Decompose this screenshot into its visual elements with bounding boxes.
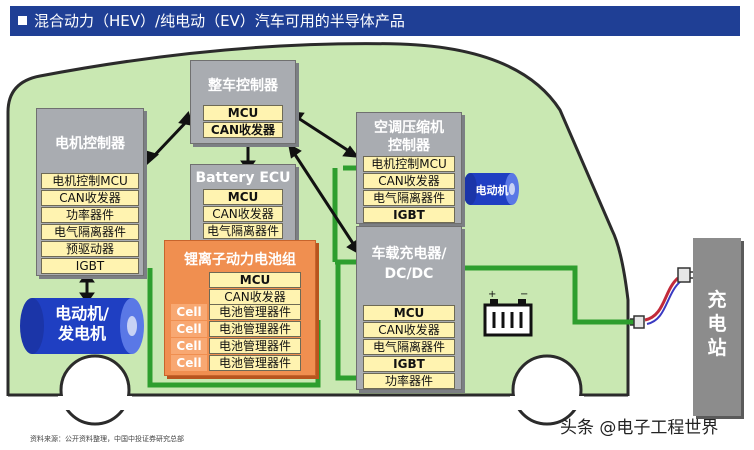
motor-generator-icon	[20, 298, 144, 354]
onboard-charger-item: IGBT	[363, 356, 455, 372]
cell-item: 电池管理器件	[209, 304, 301, 320]
header-banner	[10, 6, 740, 36]
vehicle-controller-title: 整车控制器	[208, 78, 278, 94]
motor-controller-item: IGBT	[41, 258, 139, 274]
motor-controller-item: 预驱动器	[41, 241, 139, 257]
motor-controller-item: 电气隔离器件	[41, 224, 139, 240]
motor-controller-title: 电机控制器	[55, 136, 125, 152]
ac-compressor-item: 电机控制MCU	[363, 156, 455, 172]
ac-compressor-title-line1: 空调压缩机	[374, 120, 444, 136]
battery-pack-item: CAN收发器	[209, 289, 301, 305]
svg-text:−: −	[520, 289, 528, 300]
onboard-charger-item: 功率器件	[363, 373, 455, 389]
front-wheel	[59, 354, 131, 426]
station-plug-icon	[677, 267, 695, 283]
motor-controller-module: 电机控制器 电机控制MCU CAN收发器 功率器件 电气隔离器件 预驱动器 IG…	[36, 108, 144, 276]
onboard-charger-title-line1: 车载充电器/	[371, 246, 447, 262]
battery-ecu-item: MCU	[203, 189, 283, 205]
motor-controller-item: CAN收发器	[41, 190, 139, 206]
ac-compressor-module: 空调压缩机 控制器 电机控制MCU CAN收发器 电气隔离器件 IGBT	[356, 112, 462, 224]
cell-label: Cell	[171, 338, 207, 354]
battery-ecu-item: 电气隔离器件	[203, 223, 283, 239]
charging-station	[693, 238, 741, 416]
motor-generator-label-line2: 发电机	[57, 324, 106, 343]
ac-motor-label: 电动机	[475, 184, 509, 197]
ac-motor-icon	[463, 173, 519, 205]
vehicle-controller-module: 整车控制器 MCU CAN收发器	[190, 60, 296, 144]
source-note: 资料来源：公开资料整理，中国中投证券研究总部	[30, 435, 184, 443]
vehicle-controller-item: MCU	[203, 105, 283, 121]
battery-ecu-module: Battery ECU MCU CAN收发器 电气隔离器件	[190, 164, 296, 248]
car-battery-icon: + −	[483, 289, 533, 337]
charging-plug-icon	[630, 315, 645, 329]
cell-item: 电池管理器件	[209, 355, 301, 371]
vehicle-controller-item: CAN收发器	[203, 122, 283, 138]
cell-label: Cell	[171, 321, 207, 337]
motor-generator-label-line1: 电动机/	[55, 304, 109, 323]
onboard-charger-module: 车载充电器/ DC/DC MCU CAN收发器 电气隔离器件 IGBT 功率器件	[356, 226, 462, 390]
ac-compressor-title-line2: 控制器	[388, 138, 430, 154]
car-body	[6, 42, 630, 397]
ac-compressor-item: 电气隔离器件	[363, 190, 455, 206]
onboard-charger-item: MCU	[363, 305, 455, 321]
cell-label: Cell	[171, 355, 207, 371]
svg-text:+: +	[488, 289, 496, 300]
cell-item: 电池管理器件	[209, 321, 301, 337]
onboard-charger-item: 电气隔离器件	[363, 339, 455, 355]
battery-pack-module: 锂离子动力电池组 MCU CAN收发器 Cell 电池管理器件 Cell 电池管…	[164, 240, 316, 376]
charging-station-label: 充电站	[693, 288, 741, 360]
battery-pack-item: MCU	[209, 272, 301, 288]
motor-controller-item: 电机控制MCU	[41, 173, 139, 189]
ac-compressor-item: IGBT	[363, 207, 455, 223]
cell-label: Cell	[171, 304, 207, 320]
battery-pack-title: 锂离子动力电池组	[184, 252, 296, 268]
charging-cable	[644, 276, 680, 322]
cell-item: 电池管理器件	[209, 338, 301, 354]
header-title: 混合动力（HEV）/纯电动（EV）汽车可用的半导体产品	[34, 12, 405, 30]
battery-ecu-item: CAN收发器	[203, 206, 283, 222]
onboard-charger-item: CAN收发器	[363, 322, 455, 338]
charging-station-text: 充电站	[707, 289, 727, 359]
watermark: 头条 @电子工程世界	[560, 418, 719, 438]
battery-ecu-title: Battery ECU	[195, 170, 291, 186]
motor-controller-item: 功率器件	[41, 207, 139, 223]
onboard-charger-title-line2: DC/DC	[384, 266, 434, 282]
bullet-square-icon	[18, 16, 27, 25]
ac-compressor-item: CAN收发器	[363, 173, 455, 189]
